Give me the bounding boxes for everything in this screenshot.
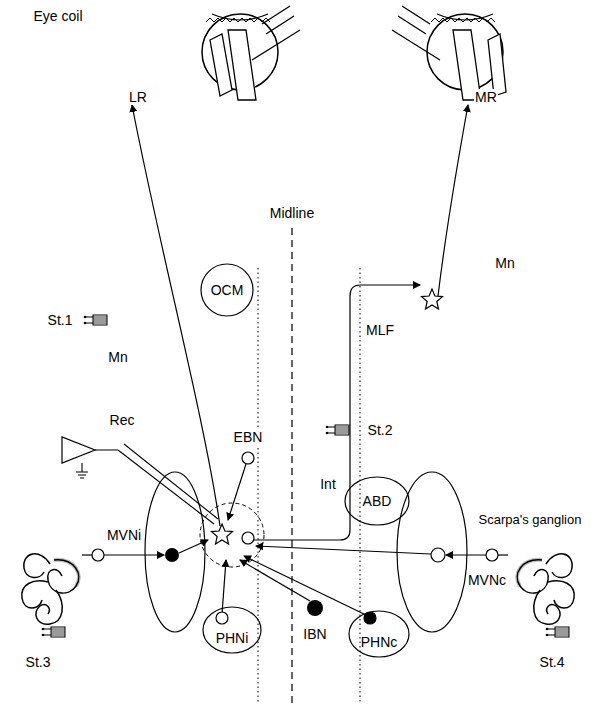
- motoneuron-soma: [422, 289, 443, 309]
- nucleus-label: ABD: [363, 493, 392, 509]
- left-eye: [202, 6, 300, 100]
- anatomy-label: Mn: [494, 255, 515, 271]
- nucleus-label: MVNc: [468, 572, 506, 588]
- nucleus-label: PHNi: [216, 630, 249, 646]
- neuron-soma: [364, 612, 376, 624]
- anatomy-label: EBN: [233, 429, 264, 445]
- nucleus-ellipse: MVNc: [395, 470, 510, 634]
- nucleus-label: MVNi: [107, 527, 141, 543]
- ellipse-outline: [100, 470, 215, 634]
- nucleus-label: OCM: [211, 282, 244, 298]
- anatomy-label: Rec: [109, 412, 136, 428]
- anatomy-label: Eye coil: [32, 8, 83, 24]
- anatomy-label: St.3: [25, 654, 52, 670]
- anatomy-label: Int: [319, 476, 337, 492]
- anatomy-label: Midline: [269, 205, 315, 221]
- anatomy-label: IBN: [302, 626, 327, 642]
- nucleus-ellipse: OCM: [200, 263, 254, 317]
- right-eye: [392, 6, 506, 100]
- anatomy-label: St.2: [367, 422, 394, 438]
- anatomy-label: St.1: [47, 312, 74, 328]
- anatomy-label: MLF: [365, 322, 395, 338]
- nucleus-label: PHNc: [361, 634, 398, 650]
- anatomy-label: Scarpa's ganglion: [478, 512, 583, 528]
- motoneuron-soma: [212, 524, 233, 544]
- anatomy-label: MR: [474, 89, 498, 105]
- nucleus-ellipse: PHNi: [202, 606, 262, 654]
- anatomy-label: LR: [128, 89, 148, 105]
- nucleus-ellipse: MVNi: [100, 470, 215, 634]
- nucleus-ellipse: PHNc: [348, 610, 410, 658]
- anatomy-label: St.4: [539, 654, 566, 670]
- neuron-soma: [216, 612, 228, 624]
- ellipse-outline: [395, 470, 510, 634]
- anatomy-label: Mn: [107, 349, 128, 365]
